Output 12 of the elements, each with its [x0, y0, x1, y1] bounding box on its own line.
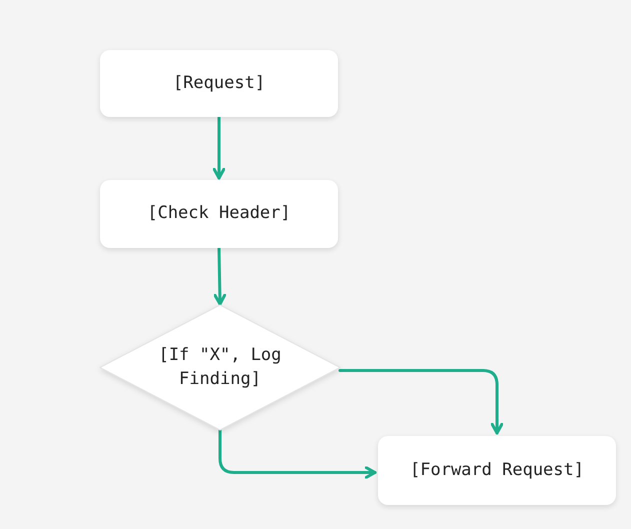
decision-diamond: [100, 305, 340, 430]
node-label: [Forward Request]: [410, 458, 584, 482]
arrow: [213, 246, 226, 306]
process-box: [100, 180, 338, 248]
arrow: [218, 428, 376, 479]
process-box: [100, 50, 338, 117]
node-label: [Check Header]: [147, 202, 291, 226]
arrow: [338, 369, 504, 434]
process-box: [378, 436, 616, 505]
node-label: [If "X", Log Finding]: [158, 344, 282, 390]
node-label: [Request]: [172, 72, 266, 95]
arrow: [212, 116, 226, 180]
